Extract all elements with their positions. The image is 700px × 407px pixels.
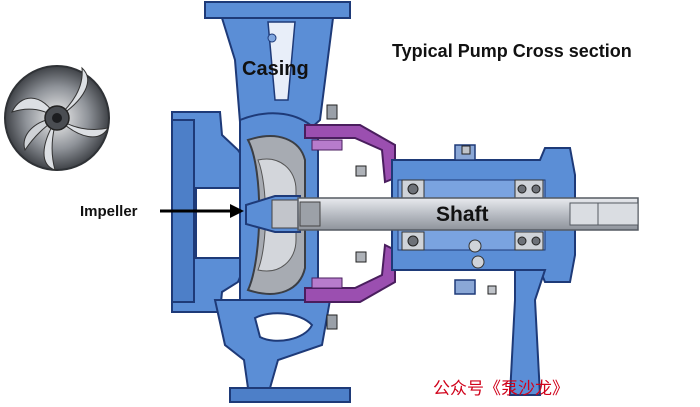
impeller-photo-icon: [4, 65, 110, 171]
casing-label: Casing: [242, 58, 309, 80]
impeller-label: Impeller: [80, 203, 138, 220]
impeller-section: [245, 135, 306, 295]
bearing-icon: [401, 179, 544, 251]
bolt-icon: [326, 104, 497, 330]
shaft-label: Shaft: [436, 203, 489, 226]
watermark-text: 公众号《泵沙龙》: [433, 379, 569, 399]
shaft-body: [297, 197, 639, 231]
arrow-right-icon: [160, 204, 244, 218]
diagram-title: Typical Pump Cross section: [392, 41, 632, 61]
